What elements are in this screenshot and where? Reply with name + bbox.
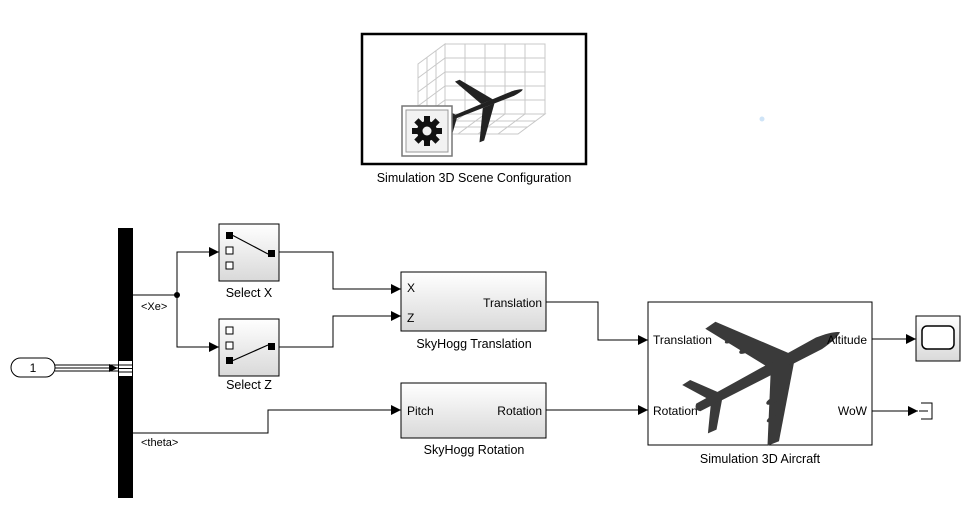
bus-selector[interactable] — [118, 228, 133, 498]
rotation-port-pitch: Pitch — [407, 404, 434, 418]
translation-port-x: X — [407, 281, 415, 295]
sim3d-aircraft-block[interactable]: Translation Rotation Altitude WoW — [647, 272, 873, 469]
gear-icon[interactable] — [401, 105, 453, 157]
select-x-block[interactable] — [218, 223, 280, 282]
aircraft-port-wow: WoW — [838, 404, 868, 418]
aircraft-port-altitude: Altitude — [827, 333, 867, 347]
sim3d-aircraft-label: Simulation 3D Aircraft — [700, 452, 821, 466]
airplane-icon — [438, 79, 523, 143]
signal-wires — [133, 247, 918, 434]
select-z-label: Select Z — [226, 378, 272, 392]
aircraft-port-rotation: Rotation — [653, 404, 698, 418]
signal-label-xe: <Xe> — [141, 301, 167, 313]
airplane-icon — [682, 321, 841, 446]
stray-dot — [759, 116, 765, 122]
select-z-block[interactable] — [218, 318, 280, 377]
switch-icon — [225, 232, 275, 270]
signal-label-theta: <theta> — [141, 437, 178, 449]
terminator-icon — [919, 402, 933, 420]
scope-icon[interactable] — [915, 315, 961, 362]
skyhogg-rotation-label: SkyHogg Rotation — [424, 443, 525, 457]
inport-number: 1 — [30, 361, 37, 375]
skyhogg-rotation-block[interactable]: Pitch Rotation — [400, 382, 547, 439]
inport-1[interactable]: 1 — [10, 357, 56, 378]
translation-port-z: Z — [407, 311, 414, 325]
aircraft-port-translation: Translation — [653, 333, 712, 347]
select-x-label: Select X — [226, 286, 273, 300]
scene-config-label: Simulation 3D Scene Configuration — [377, 171, 572, 185]
bus-wire — [55, 364, 118, 372]
skyhogg-translation-label: SkyHogg Translation — [416, 337, 531, 351]
switch-icon — [225, 326, 275, 364]
scene-config-block[interactable] — [360, 32, 588, 166]
rotation-port-out: Rotation — [497, 404, 542, 418]
skyhogg-translation-block[interactable]: X Z Translation — [400, 271, 547, 332]
translation-port-out: Translation — [483, 296, 542, 310]
